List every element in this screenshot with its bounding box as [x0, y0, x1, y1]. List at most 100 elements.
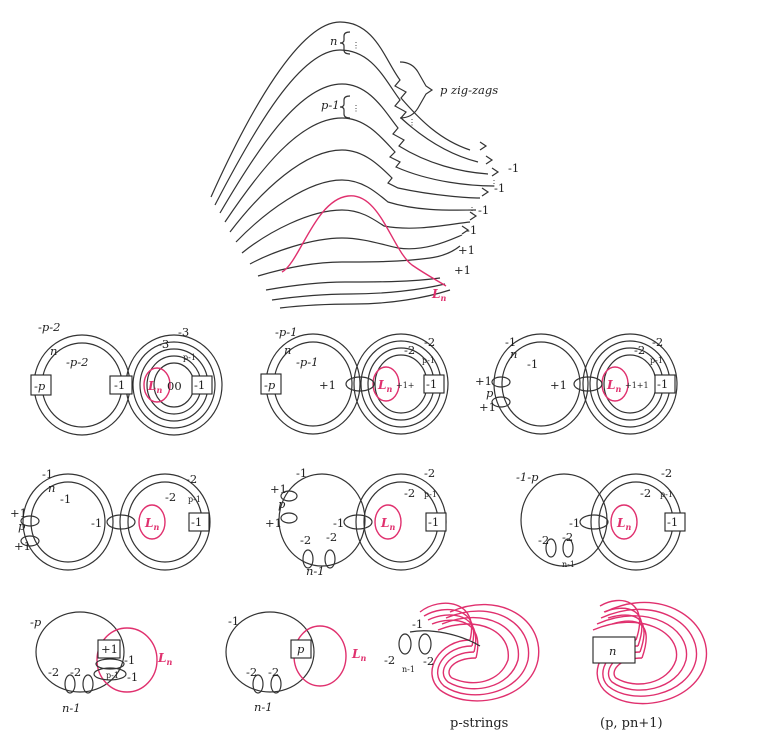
p5-n1: n-1: [306, 564, 325, 578]
p9-torus-strands: [419, 602, 540, 702]
p3-l-outer: -1: [505, 335, 516, 349]
panel-7: +1 -p -1 -1 p-1 -2 -2 n-1 Ln: [30, 611, 172, 715]
p8-n1: n-1: [254, 700, 273, 714]
panel-3: -1 +1 +1 p +1 -1 n -1 -2 -2 p-1 +1+1 Ln: [475, 333, 678, 435]
n-label: n: [330, 34, 337, 48]
p6-box-right: -1: [667, 515, 678, 529]
n-brace: [339, 31, 351, 55]
p4-l-n: n: [48, 481, 55, 495]
p7-bl: -2: [48, 665, 59, 679]
p4-l-outer: -1: [42, 467, 53, 481]
p8-top: -1: [228, 614, 239, 628]
p2-l-n: n: [284, 343, 291, 357]
p10-caption: (p, pn+1): [600, 716, 663, 731]
p3-plus: +1: [550, 378, 567, 392]
p7-box: +1: [101, 642, 118, 656]
p2-box-left: -p: [264, 378, 276, 392]
side-label-3: -1: [478, 203, 489, 217]
p1-brace: [339, 95, 351, 119]
p4-r-inner: -2: [165, 490, 176, 504]
p7-r1: -1: [124, 653, 135, 667]
p3-r-inner: -2: [634, 343, 645, 357]
p1-l-outer: -p-2: [38, 320, 60, 334]
panel-1: -p -1 -1 -p-2 n -p-2 -3 -3 p-1 00 Ln: [30, 320, 223, 436]
p1-box-right: -1: [194, 378, 205, 392]
side-label-1: -1: [508, 161, 519, 175]
p3-r-p1: p-1: [650, 356, 663, 365]
p7-br: -2: [70, 665, 81, 679]
p3-clasp-top: +1: [475, 374, 492, 388]
p6-r-inner: -2: [640, 486, 651, 500]
p3-r-outer: -2: [652, 335, 663, 349]
p9-caption: p-strings: [450, 716, 508, 731]
p5-clasp-top: +1: [270, 482, 287, 496]
p5-box-right: -1: [428, 515, 439, 529]
svg-text:⋮: ⋮: [408, 118, 416, 127]
p8-br: -2: [268, 665, 279, 679]
p7-r2: -1: [127, 670, 138, 684]
p2-plus: +1: [319, 378, 336, 392]
panel-8: p -1 -2 -2 n-1 Ln: [225, 611, 366, 714]
p6-bl: -2: [538, 533, 549, 547]
p7-p1: p-1: [106, 671, 119, 680]
p10-box: n: [609, 644, 616, 658]
p7-n1: n-1: [62, 701, 81, 715]
p1-r-inner: -3: [158, 337, 169, 351]
side-label-6: +1: [454, 263, 471, 277]
p9-t1: -1: [412, 617, 423, 631]
p1-r-zero: 00: [167, 379, 182, 393]
p8-bl: -2: [246, 665, 257, 679]
zigzag-brace: [399, 61, 434, 119]
p1-box-left: -p: [34, 379, 46, 393]
p9-l2: -2: [384, 653, 395, 667]
panel-9: -1 -2 -2 n-1 p-strings: [384, 602, 540, 731]
panel-6: -1 -1 -1-p -2 -2 n-1 -2 -2 p-1 Ln: [516, 466, 686, 571]
side-label-4: -1: [466, 223, 477, 237]
svg-text:⋮: ⋮: [352, 41, 360, 50]
svg-text:⋮: ⋮: [468, 206, 476, 215]
p2-r-inner: -2: [404, 343, 415, 357]
p5-r-p1: p-1: [424, 490, 437, 499]
p3-clasp-bot: +1: [479, 400, 496, 414]
p3-l-inner: -1: [527, 357, 538, 371]
p7-top: -p: [30, 615, 42, 629]
p6-r-p1: p-1: [660, 490, 673, 499]
p3-ln: Ln: [606, 378, 621, 394]
p1-ln: Ln: [147, 379, 162, 395]
p6-n1: n-1: [562, 560, 575, 569]
p5-r-inner: -2: [404, 486, 415, 500]
p4-r-p1: p-1: [188, 495, 201, 504]
p8-ln: Ln: [351, 647, 366, 663]
zigzag-column: ⋮ ⋮ ⋮: [408, 118, 500, 235]
p4-l-inner: -1: [60, 492, 71, 506]
p6-br: -2: [562, 530, 573, 544]
p7-ln: Ln: [157, 651, 172, 667]
p1-l-inner: -p-2: [66, 355, 88, 369]
p10-torus-strands: [592, 599, 708, 705]
p3-box-right: -1: [657, 377, 668, 391]
ln-label: Ln: [431, 287, 446, 303]
p4-clasp-bot: +1: [14, 539, 31, 553]
p2-r-p1: p-1: [422, 356, 435, 365]
panel-5: -1 -1 +1 p +1 -1 -2 -2 n-1 -2 -2 p-1 Ln: [265, 466, 447, 578]
p2-box-right: -1: [426, 377, 437, 391]
p3-r-extra: +1+1: [625, 381, 649, 390]
top-knot-diagram: ⋮ ⋮ ⋮ n ⋮ p-1 ⋮ p zig-zags -1 -1 -1 -1 +…: [210, 21, 519, 309]
side-label-2: -1: [494, 181, 505, 195]
svg-text:⋮: ⋮: [490, 179, 498, 188]
p9-m2: -2: [423, 654, 434, 668]
p5-clasp-p: p: [278, 497, 286, 511]
p6-r-outer: -2: [661, 466, 672, 480]
ln-curve: [281, 195, 447, 287]
p2-l-outer: -p-1: [275, 325, 297, 339]
p5-l-top: -1: [296, 466, 307, 480]
p4-box-right: -1: [191, 515, 202, 529]
p8-box: p: [297, 642, 305, 656]
p6-l-top: -1-p: [516, 470, 539, 484]
panel-4: -1 -1 +1 p +1 -1 n -1 -2 -2 p-1 Ln: [10, 467, 211, 571]
p3-clasp-p: p: [486, 386, 494, 400]
p5-bl: -2: [300, 533, 311, 547]
p1-label: p-1: [321, 98, 340, 112]
p1-r-outer: -3: [178, 325, 189, 339]
